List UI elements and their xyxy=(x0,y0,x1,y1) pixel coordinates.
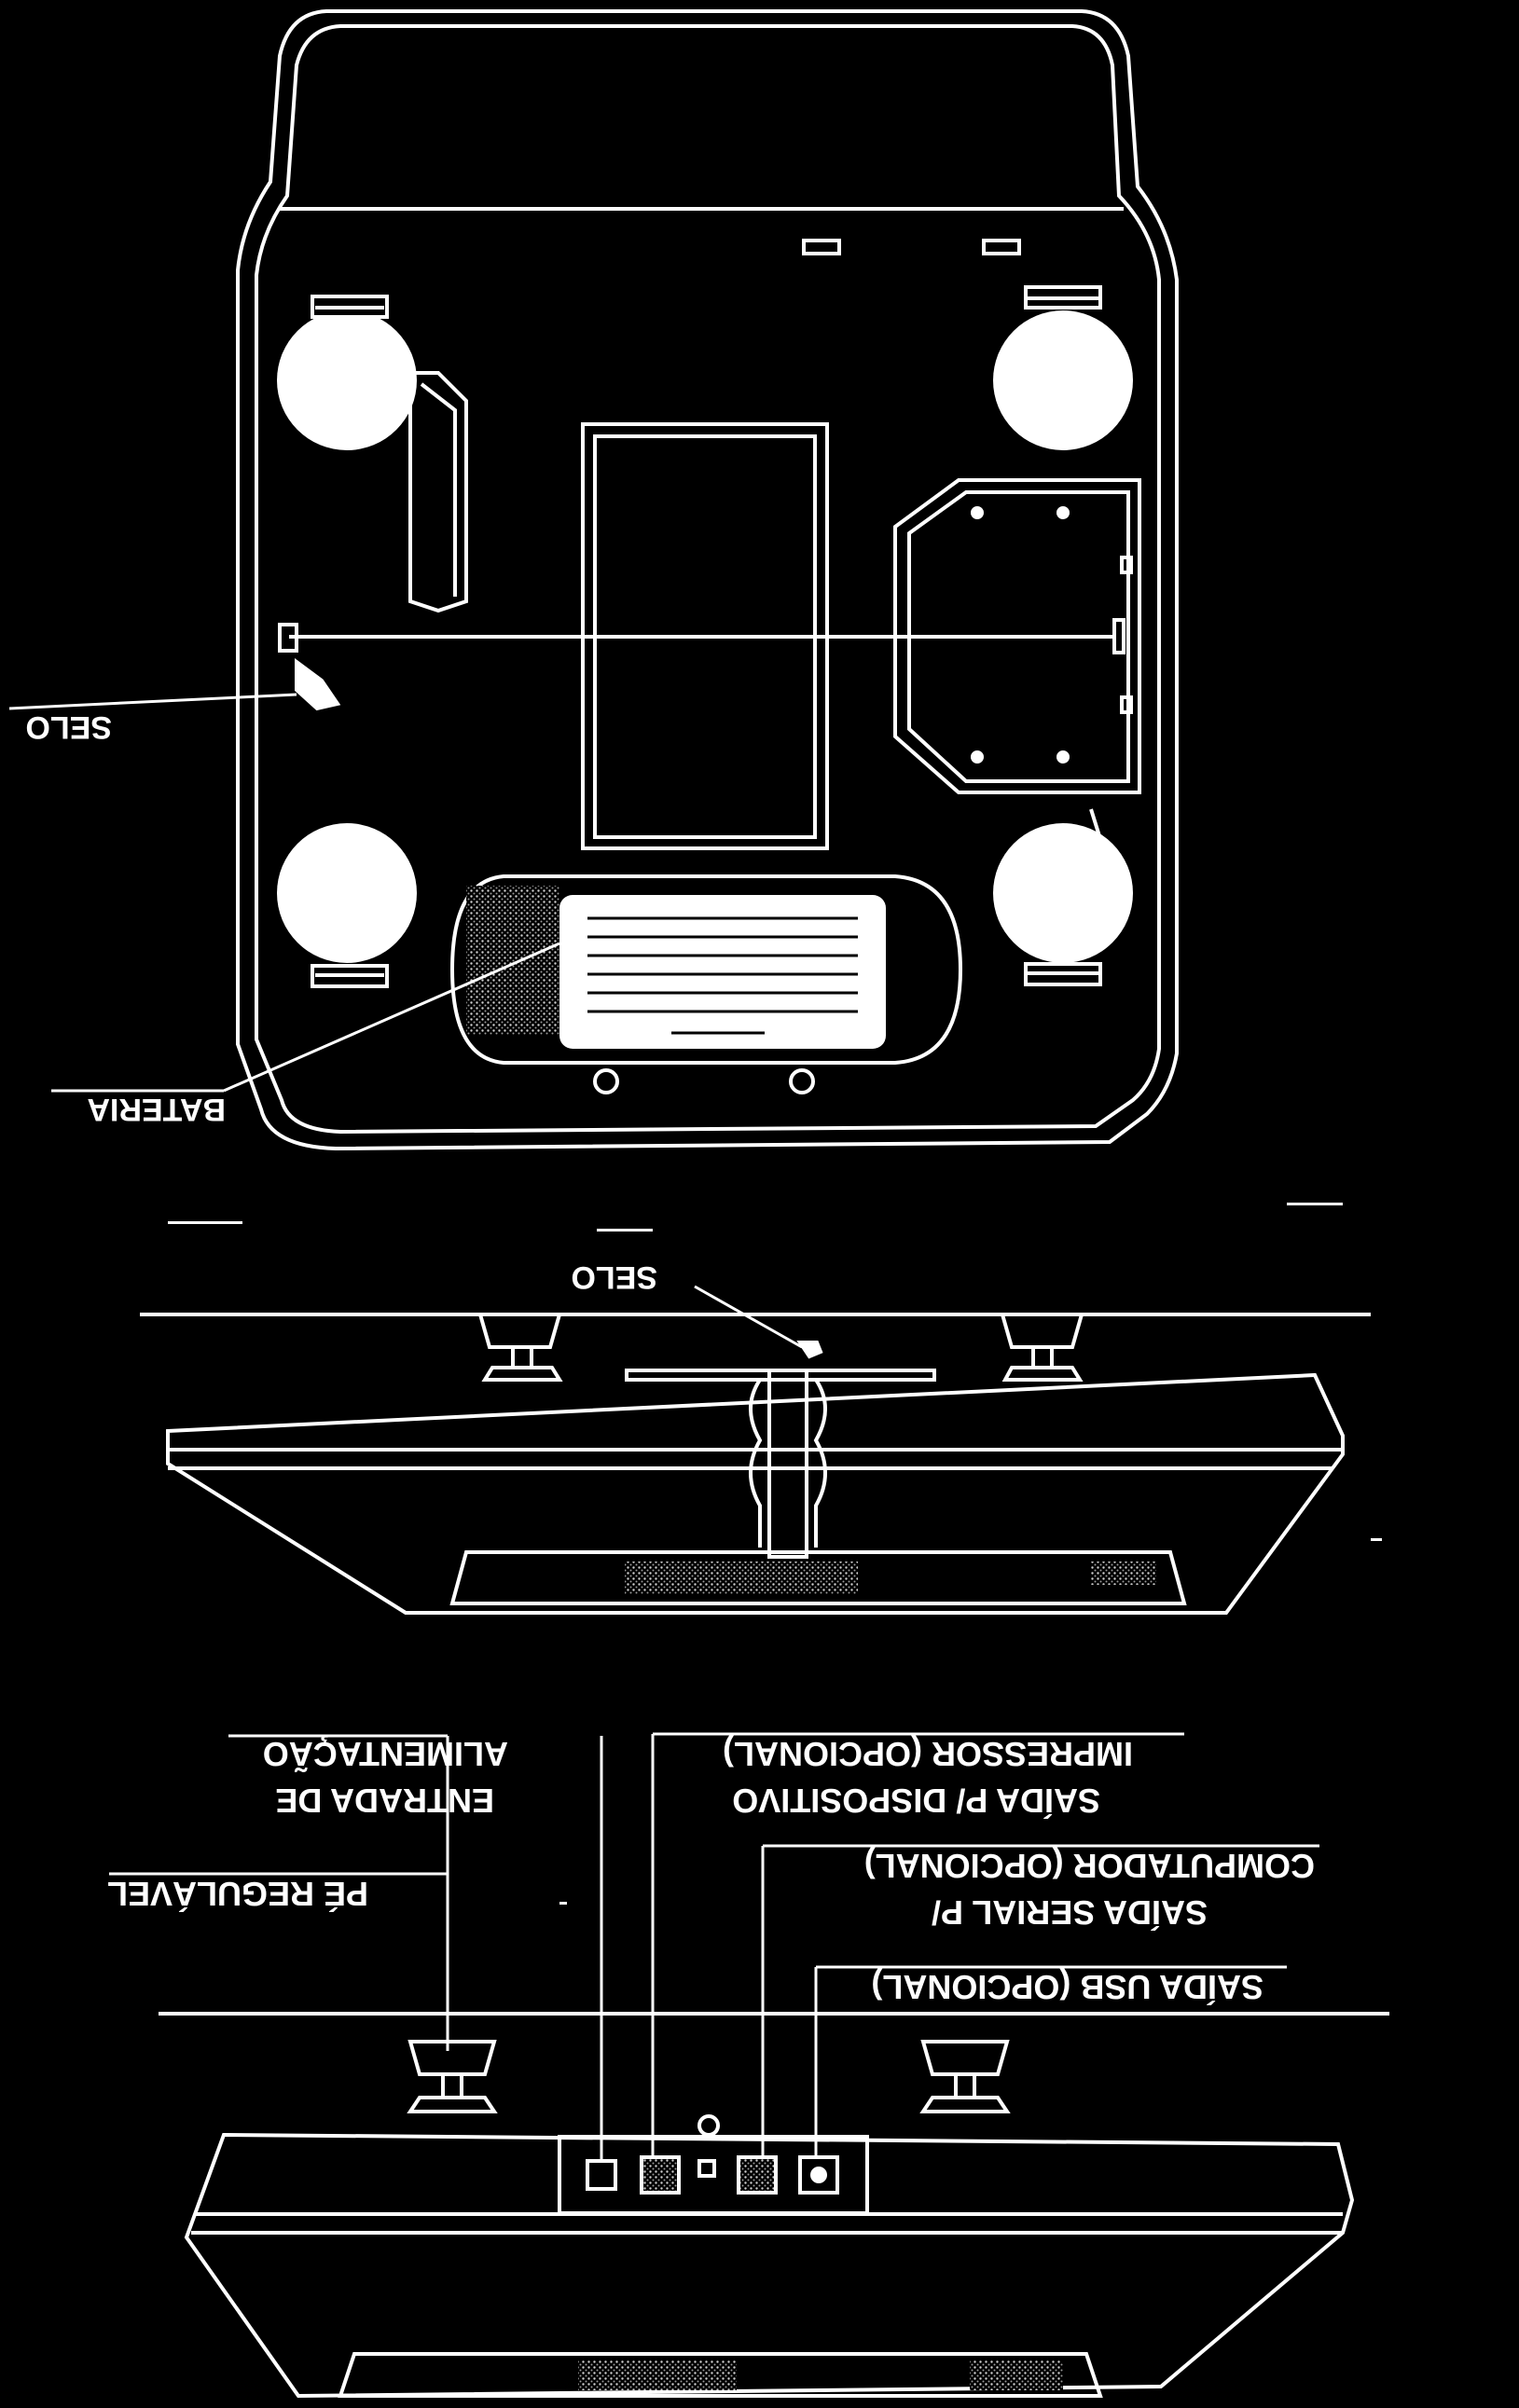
label-pe-regulavel: PÉ REGULÁVEL xyxy=(107,1875,368,1913)
right-compartment xyxy=(893,478,1141,794)
foot-top-left xyxy=(277,295,417,450)
battery-compartment xyxy=(449,874,963,1065)
label-selo-top: SELO xyxy=(25,709,112,745)
side-foot-right xyxy=(1000,1313,1084,1382)
scan-specks xyxy=(168,1203,1382,1905)
port-usb xyxy=(798,2155,839,2195)
side-foot-left xyxy=(477,1313,563,1382)
label-usb: SAÍDA USB (OPCIONAL) xyxy=(871,1968,1264,2006)
side-body xyxy=(166,1372,1345,1615)
scale-body-outline xyxy=(236,9,1179,1151)
label-alimentacao-line1: ENTRADA DE xyxy=(275,1782,494,1820)
rear-foot-left xyxy=(407,2040,498,2113)
bottom-view xyxy=(236,9,1179,1151)
label-serial-line1: SAÍDA SERIAL P/ xyxy=(932,1893,1208,1932)
port-power xyxy=(586,2159,617,2191)
label-serial-line2: COMPUTADOR (OPCIONAL) xyxy=(864,1847,1315,1885)
label-selo-side: SELO xyxy=(571,1259,657,1295)
rear-body xyxy=(184,2132,1355,2399)
connector-panel xyxy=(558,2135,869,2215)
label-bateria: BATERIA xyxy=(87,1092,226,1127)
foot-bottom-left xyxy=(277,823,417,988)
side-view xyxy=(140,1313,1371,1615)
port-serial xyxy=(737,2155,778,2195)
label-alimentacao-line2: ALIMENTAÇÃO xyxy=(263,1735,508,1774)
foot-bottom-right xyxy=(993,823,1133,986)
rear-view xyxy=(159,2012,1389,2399)
label-impressor-line2: IMPRESSOR (OPCIONAL) xyxy=(723,1735,1133,1773)
rear-foot-right xyxy=(919,2040,1011,2113)
foot-top-right xyxy=(993,285,1133,450)
label-impressor-line1: SAÍDA P/ DISPOSITIVO xyxy=(732,1782,1100,1820)
port-printer xyxy=(640,2155,681,2195)
